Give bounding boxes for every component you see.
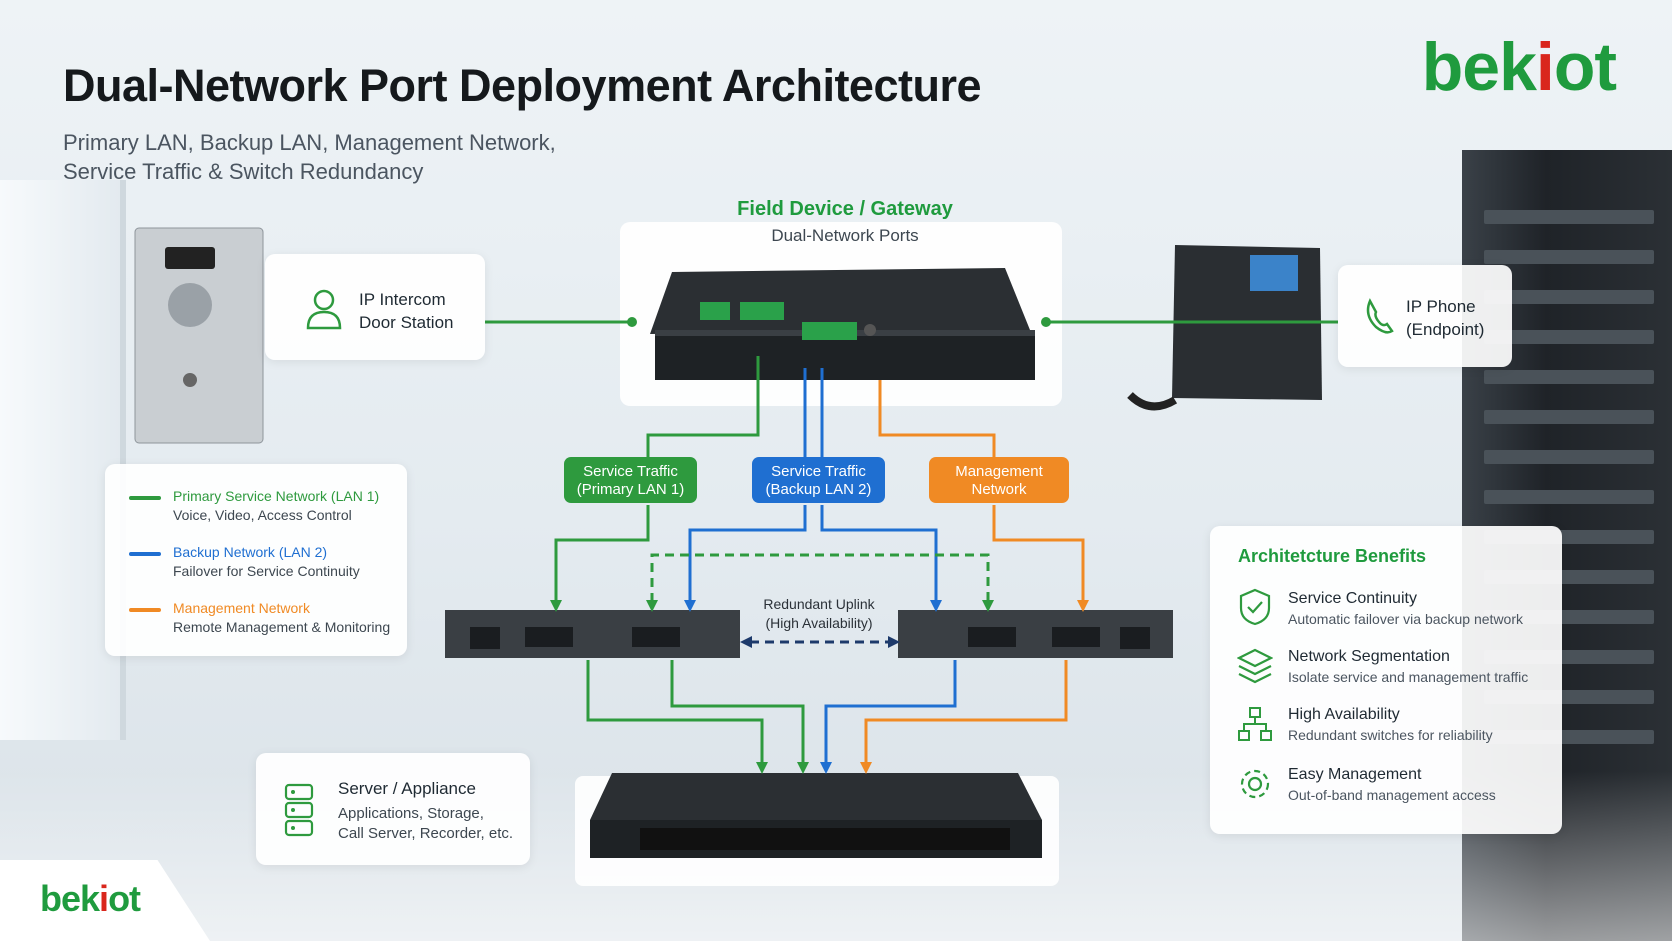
server-device (590, 773, 1042, 858)
layers-icon (1237, 648, 1273, 684)
shield-check-icon (1239, 588, 1271, 626)
gateway-device (650, 268, 1035, 380)
network-tree-icon (1238, 707, 1272, 741)
phone-card: IP Phone (Endpoint) (1338, 265, 1512, 367)
gateway-subtitle: Dual-Network Ports (771, 226, 919, 245)
brand-logo-footer: bekiot (40, 878, 141, 919)
person-icon (306, 289, 342, 330)
pill-backup-lan: Service Traffic(Backup LAN 2) (752, 457, 885, 503)
benefits-title: Architetcture Benefits (1238, 546, 1427, 566)
intercom-label-line2: Door Station (359, 313, 454, 332)
server-title: Server / Appliance (338, 779, 476, 798)
server-desc-line2: Call Server, Recorder, etc. (338, 825, 514, 842)
benefits-card: Architetcture Benefits Service Continuit… (1210, 526, 1562, 834)
benefit-item: Network Segmentation Isolate service and… (1288, 648, 1529, 685)
gateway-title: Field Device / Gateway (737, 198, 953, 220)
brand-logo: bekiot (1421, 29, 1617, 105)
server-desc-line1: Applications, Storage, (338, 805, 484, 822)
benefit-item: High Availability Redundant switches for… (1288, 706, 1493, 743)
uplink-label-line2: (High Availability) (765, 615, 872, 631)
legend-card: Primary Service Network (LAN 1) Voice, V… (105, 464, 407, 656)
pill-primary-lan: Service Traffic(Primary LAN 1) (564, 457, 697, 503)
intercom-device (134, 227, 264, 444)
legend-item-management: Management Network Remote Management & M… (129, 600, 390, 635)
uplink-label-line1: Redundant Uplink (763, 596, 875, 612)
server-stack-icon (284, 783, 314, 837)
page-subtitle: Primary LAN, Backup LAN, Management Netw… (63, 130, 556, 184)
switch-right (898, 610, 1173, 658)
benefit-item: Easy Management Out-of-band management a… (1288, 766, 1496, 803)
server-label-card: Server / Appliance Applications, Storage… (256, 753, 530, 865)
legend-item-primary: Primary Service Network (LAN 1) Voice, V… (129, 488, 379, 523)
benefit-item: Service Continuity Automatic failover vi… (1288, 590, 1523, 627)
phone-icon (1366, 298, 1394, 334)
gear-icon (1240, 769, 1270, 799)
switch-left (445, 610, 740, 658)
background-window (0, 180, 126, 740)
phone-device (1127, 245, 1322, 411)
phone-label-line1: IP Phone (1406, 297, 1476, 316)
intercom-card: IP Intercom Door Station (265, 254, 485, 360)
legend-item-backup: Backup Network (LAN 2) Failover for Serv… (129, 544, 360, 579)
phone-label-line2: (Endpoint) (1406, 320, 1485, 339)
intercom-label-line1: IP Intercom (359, 290, 446, 309)
page-title: Dual-Network Port Deployment Architectur… (63, 60, 982, 111)
